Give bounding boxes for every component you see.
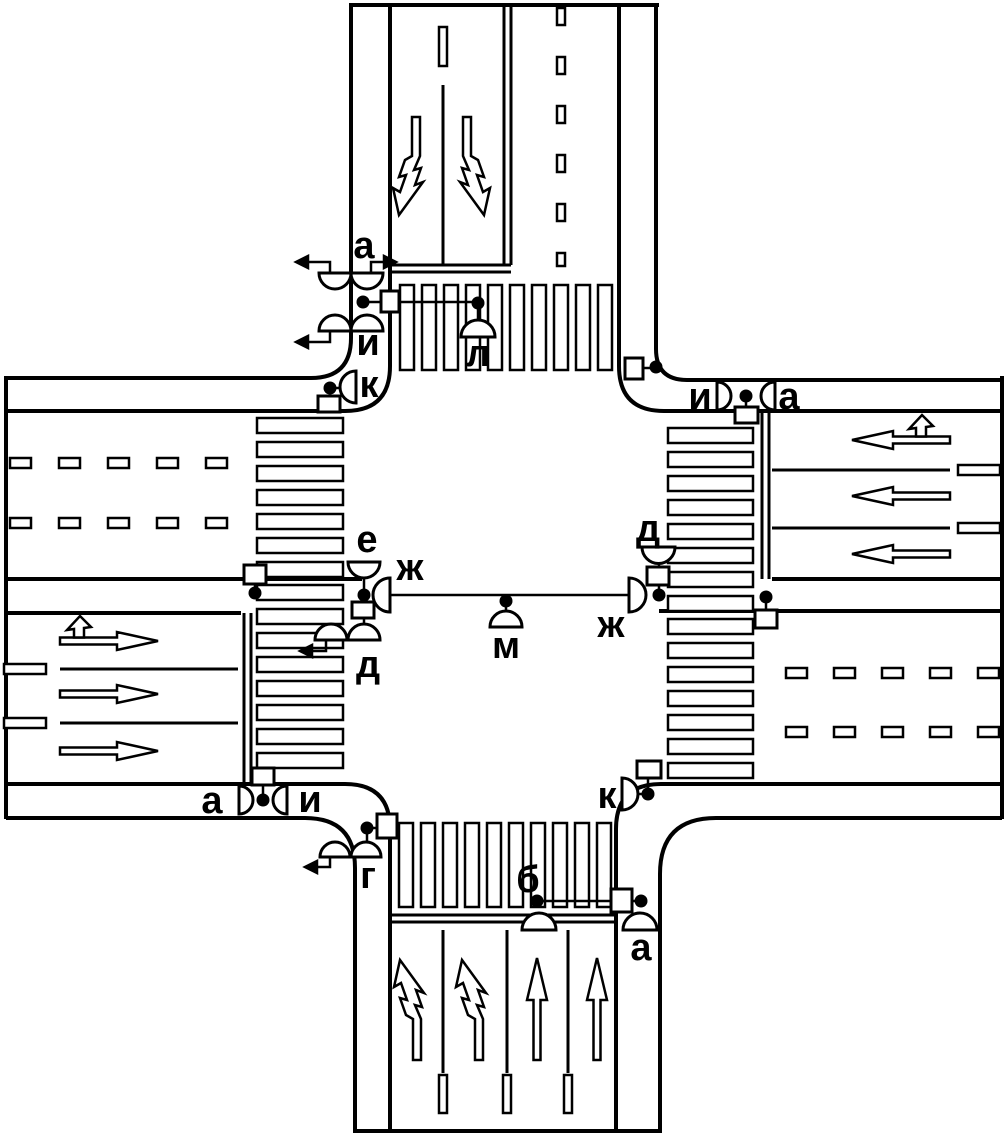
lantern-a-bottom-right: [621, 911, 659, 932]
box-top-left-k: [316, 394, 342, 414]
lantern-d-center-left-east: [346, 622, 382, 642]
lantern-i-top-left-west: [317, 313, 353, 333]
arrow-east-lane1-straight: [851, 429, 952, 451]
label-k-top-left: к: [359, 364, 379, 406]
label-d-center-right: д: [636, 508, 660, 550]
box-east-median: [753, 608, 779, 630]
arrow-south-lane4-straight: [585, 957, 609, 1062]
lantern-g-east: [349, 840, 383, 859]
signal-poles: [248, 295, 773, 908]
arrow-west-lane1-branch: [63, 614, 94, 639]
lane-arrows: [58, 115, 952, 1062]
arrow-east-lane2-straight: [851, 485, 952, 507]
lantern-a-top-left-east: [349, 271, 385, 291]
lantern-l-overhead: [459, 318, 497, 339]
crosswalk-south: [397, 821, 613, 909]
lane-markings: [60, 5, 950, 1073]
north-stop-line: [392, 263, 511, 274]
lantern-a-bottom-left: [237, 784, 255, 816]
signal-direction-pointers: [293, 253, 399, 876]
arrow-south-lane1-turn: [392, 957, 428, 1062]
signal-boxes: [242, 289, 779, 914]
edge-inner-sw: [6, 782, 392, 1131]
lantern-m-overhead: [488, 609, 524, 629]
edge-inner-ne: [617, 5, 1002, 413]
lantern-zh-center-right: [627, 576, 648, 614]
label-a-top-left: а: [353, 225, 375, 267]
label-k-bottom-right: к: [597, 775, 617, 817]
label-a-bottom-left: а: [201, 780, 223, 822]
dashed-lane-markings: [2, 6, 1002, 1115]
lantern-a-top-left-west: [317, 271, 353, 291]
lantern-zh-center-left: [371, 576, 392, 614]
box-west-median: [242, 563, 268, 586]
box-bottom-left-pair: [250, 766, 276, 787]
lantern-k-top-left: [338, 369, 358, 405]
box-top-right-corner: [623, 356, 645, 381]
lantern-k-bottom-right: [620, 776, 640, 812]
arrow-east-lane3-straight: [851, 543, 952, 565]
box-bottom-cable: [609, 887, 634, 914]
box-center-right-pole: [645, 565, 671, 587]
crosswalk-east: [666, 426, 755, 780]
lantern-i-top-left-east: [349, 313, 385, 333]
lantern-e-center-left: [346, 560, 382, 580]
arrow-north-lane2-turn: [456, 115, 492, 218]
arrow-south-lane3-straight: [525, 957, 549, 1062]
signal-lanterns: [237, 271, 777, 932]
label-b-bottom-right: б: [516, 859, 539, 901]
east-stop-line: [760, 411, 771, 579]
label-zh-center-left: ж: [396, 547, 425, 589]
crosswalk-west: [255, 416, 345, 770]
north-direction-divider: [502, 5, 513, 265]
edge-outer-se: [658, 816, 1002, 1131]
edge-outer-sw: [6, 816, 357, 1131]
label-a-top-right: а: [778, 376, 800, 418]
arrow-south-lane2-turn: [454, 957, 490, 1062]
label-i-top-right: и: [688, 376, 711, 418]
label-m-overhead: м: [492, 625, 520, 667]
label-g-bottom-left: г: [360, 855, 376, 897]
label-e-center-left: е: [356, 519, 377, 561]
label-a-bottom-right: а: [630, 927, 652, 969]
edge-outer-nw: [6, 5, 353, 380]
arrow-west-lane2-straight: [58, 683, 159, 705]
arrow-north-lane1-turn: [391, 115, 427, 218]
arrow-east-lane1-branch: [905, 413, 936, 438]
box-bottom-left-g: [375, 812, 399, 840]
label-zh-center-right: ж: [597, 604, 626, 646]
lantern-a-top-right: [759, 380, 777, 412]
lantern-i-bottom-left: [271, 784, 289, 816]
arrow-west-lane3-straight: [58, 740, 159, 762]
lantern-g-west: [318, 840, 352, 859]
label-d-center-left: д: [356, 644, 380, 686]
lantern-d-center-left-west: [313, 622, 349, 642]
west-stop-line: [242, 613, 253, 782]
label-i-top-left: и: [356, 322, 379, 364]
south-stop-line: [392, 913, 614, 924]
edge-outer-ne: [654, 5, 1002, 382]
label-i-bottom-left: и: [298, 779, 321, 821]
box-bottom-right-k: [635, 759, 663, 780]
lantern-b-bottom: [520, 911, 558, 932]
edge-inner-se: [614, 782, 1002, 1131]
lantern-d-center-right: [640, 545, 677, 565]
label-l-overhead: л: [466, 333, 490, 375]
box-center-left-pole: [350, 600, 376, 620]
edge-inner-nw: [6, 5, 392, 413]
box-top-right-pair: [733, 405, 760, 425]
arrow-west-lane1-straight: [58, 630, 159, 652]
box-top-left-cable: [379, 289, 401, 314]
signal-labels: а и к л и а д ж е ж д м а и г к б а: [201, 225, 800, 969]
crosswalk-north: [398, 283, 614, 372]
road-edges: [4, 3, 1004, 1133]
lantern-i-top-right: [715, 380, 733, 412]
